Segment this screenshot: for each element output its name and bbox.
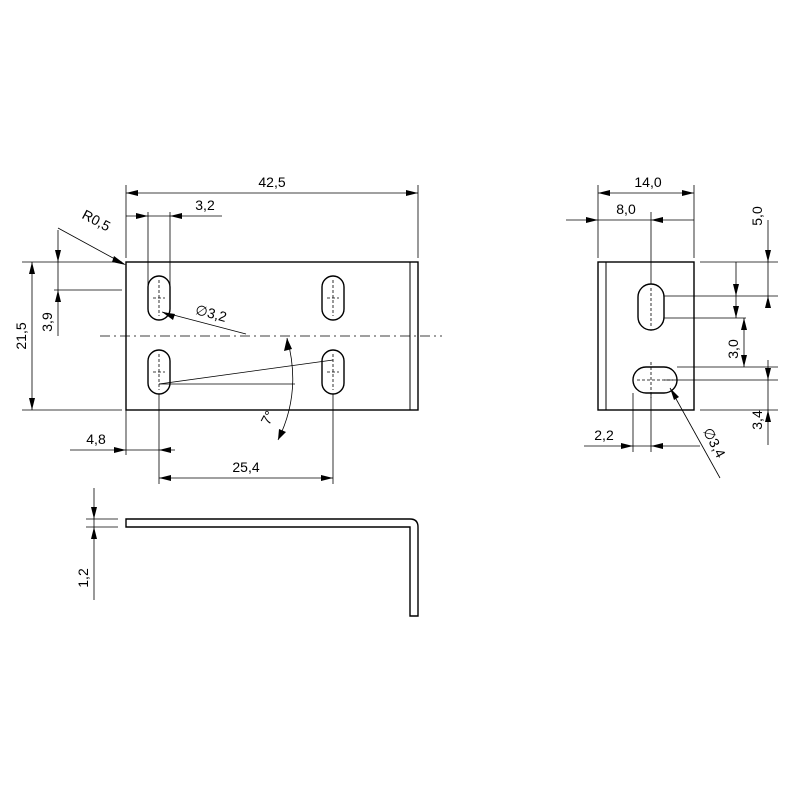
- height-label: 21,5: [13, 322, 29, 349]
- side-bottom-offset-label: 3,4: [749, 410, 765, 430]
- side-slot-spacing-label: 3,0: [725, 339, 741, 359]
- side-width-label: 14,0: [634, 174, 661, 190]
- side-plate-outline: [597, 261, 695, 411]
- thickness-label: 1,2: [75, 568, 91, 588]
- hole-diameter-front-label: ∅3,2: [194, 301, 229, 325]
- hole-diameter-side-label: ∅3,4: [700, 425, 729, 461]
- overall-width-label: 42,5: [258, 174, 285, 190]
- side-slot-offset-label: 8,0: [616, 201, 636, 217]
- side-top-offset-label: 5,0: [749, 206, 765, 226]
- slot-width-label: 3,2: [195, 197, 215, 213]
- profile-view: [86, 488, 419, 617]
- corner-radius-label: R0,5: [80, 206, 114, 234]
- side-edge-offset-label: 2,2: [594, 427, 614, 443]
- hole-spacing-label: 25,4: [232, 459, 259, 475]
- side-view: [566, 185, 778, 479]
- front-slot-top-right: [321, 275, 345, 321]
- angle-label: 7°: [257, 408, 277, 427]
- slot-offset-label: 3,9: [39, 312, 55, 332]
- angle-arc: [277, 337, 294, 441]
- edge-offset-label: 4,8: [86, 431, 106, 447]
- bracket-profile: [125, 518, 419, 617]
- front-slot-top-left: [147, 275, 171, 321]
- front-view: [22, 185, 442, 484]
